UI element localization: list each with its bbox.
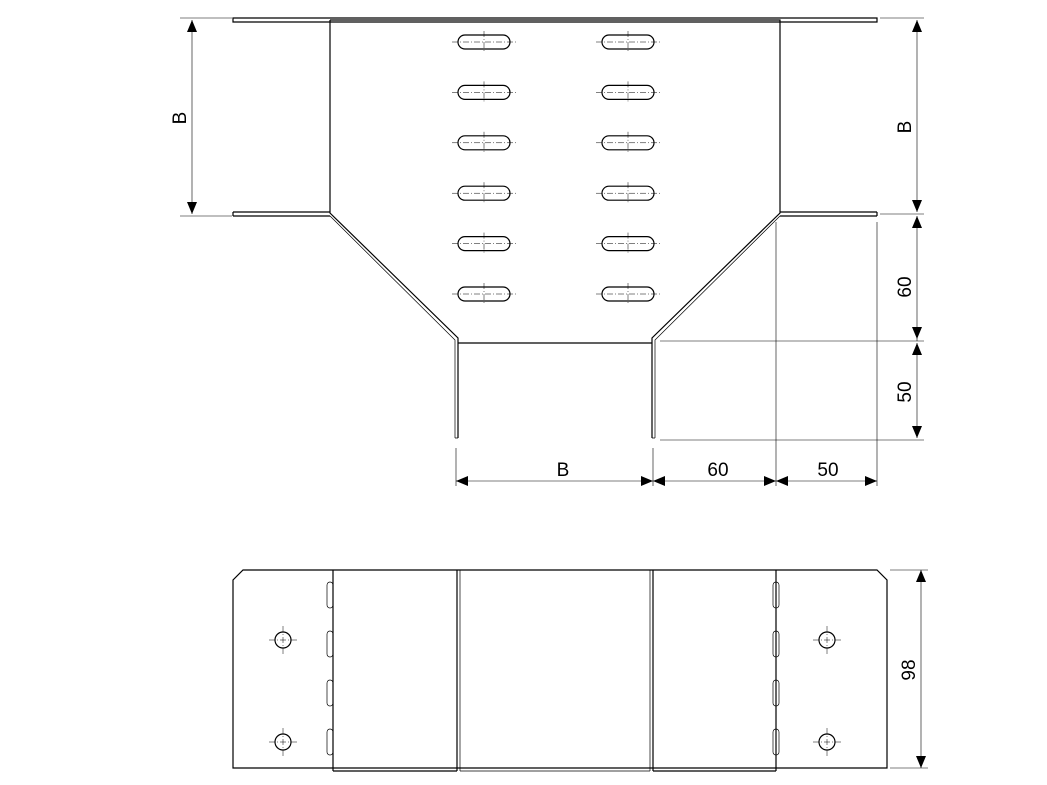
dim-bottom-50-label: 50 [817,460,838,481]
fold-line-left [329,215,458,439]
slot-8 [596,182,660,205]
dim-bottom-60: 60 [653,460,776,486]
slot-1 [452,31,516,53]
slot-2 [596,31,660,53]
dim-right-50-label: 50 [895,381,916,402]
side-outline [232,569,888,769]
hole-3 [813,626,841,654]
right-flange [780,211,878,217]
slot-4 [596,81,660,104]
left-flange [232,211,330,217]
dim-side-98-label: 98 [899,659,920,680]
dim-bottom-60-label: 60 [707,460,728,481]
hole-1 [269,626,297,654]
dim-right-60: 60 [660,216,924,342]
side-slot-4 [326,728,334,756]
dim-right-50: 50 [660,343,924,441]
slot-3 [452,81,516,104]
side-slot-6 [772,630,780,658]
side-slot-7 [772,679,780,707]
dim-side-98: 98 [890,569,928,769]
slot-7 [452,182,516,205]
hole-group [269,626,841,756]
dim-bottom-b: B [456,460,653,486]
slot-10 [596,232,660,255]
hole-2 [269,728,297,756]
top-flange [232,17,878,23]
dim-right-b: B [880,17,924,215]
side-slot-group [326,581,780,756]
side-view: 98 [232,569,928,772]
dim-left-b-label: B [170,112,191,125]
slot-5 [452,131,516,154]
hole-4 [813,728,841,756]
dim-left-b: B [170,17,232,217]
slot-11 [452,283,516,305]
slot-9 [452,232,516,255]
slot-12 [596,283,660,305]
body-outline [329,19,781,438]
dim-right-60-label: 60 [895,276,916,297]
dim-bottom-b-label: B [557,460,570,481]
slot-group [452,31,660,305]
top-view: B B 60 50 [170,17,924,486]
side-slot-2 [326,630,334,658]
fold-line-right [652,215,781,439]
side-slot-3 [326,679,334,707]
side-slot-8 [772,728,780,756]
dim-bottom-50: 50 [776,460,877,486]
side-slot-5 [772,581,780,609]
dim-right-b-label: B [895,121,916,134]
slot-6 [596,131,660,154]
side-slot-1 [326,581,334,609]
